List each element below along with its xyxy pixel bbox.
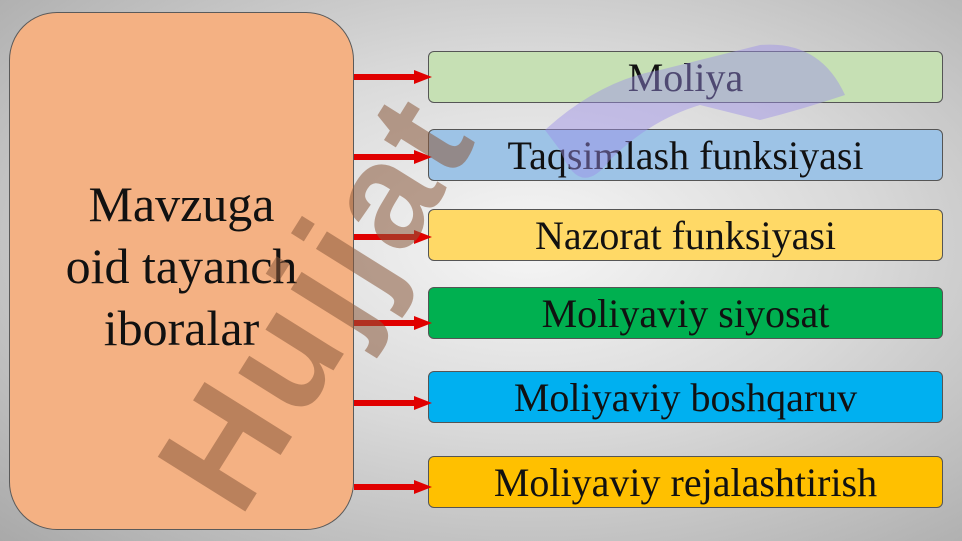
main-topic-box: Mavzuga oid tayanch iboralar (9, 12, 354, 530)
main-topic-title: Mavzuga oid tayanch iboralar (65, 176, 298, 356)
connector-arrow (354, 316, 432, 330)
term-label: Moliyaviy siyosat (541, 290, 830, 336)
term-box: Nazorat funksiyasi (428, 209, 943, 261)
term-label: Moliyaviy rejalashtirish (493, 459, 878, 505)
term-box: Moliyaviy rejalashtirish (428, 456, 943, 508)
term-label: Moliya (627, 54, 744, 100)
connector-arrow (354, 70, 432, 84)
connector-arrow (354, 150, 432, 164)
connector-arrow (354, 396, 432, 410)
connector-arrow (354, 230, 432, 244)
term-box: Moliyaviy siyosat (428, 287, 943, 339)
term-label: Taqsimlash funksiyasi (507, 132, 864, 178)
connector-arrow (354, 480, 432, 494)
term-box: Moliya (428, 51, 943, 103)
term-box: Moliyaviy boshqaruv (428, 371, 943, 423)
term-box: Taqsimlash funksiyasi (428, 129, 943, 181)
term-label: Nazorat funksiyasi (534, 212, 836, 258)
term-label: Moliyaviy boshqaruv (513, 374, 858, 420)
